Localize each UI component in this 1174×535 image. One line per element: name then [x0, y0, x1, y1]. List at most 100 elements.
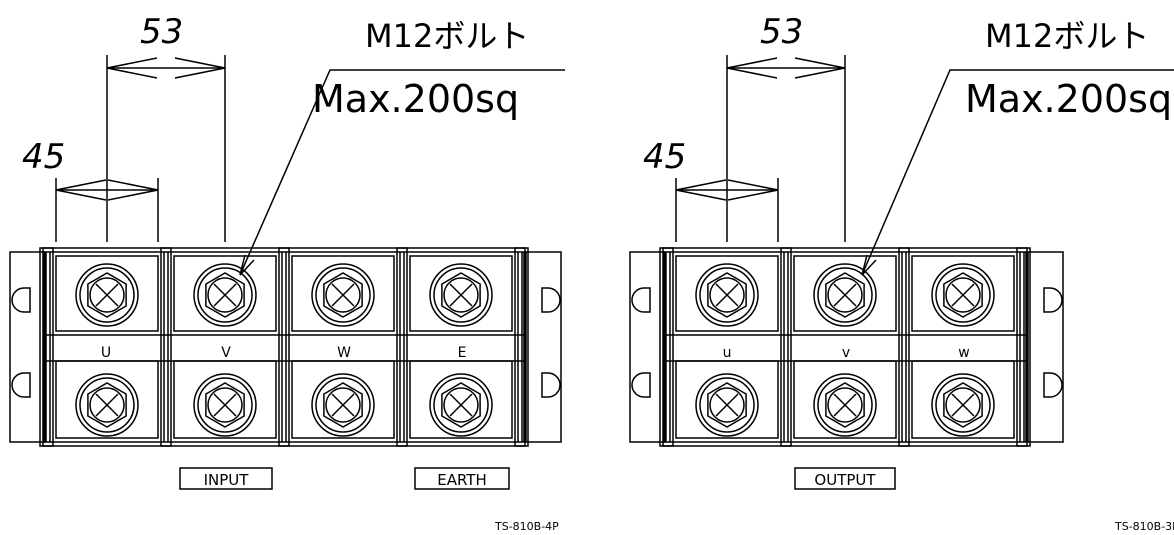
- terminal-washer-inner: [699, 377, 755, 433]
- terminal-washer-outer: [75, 373, 139, 437]
- bolt-face: [945, 277, 981, 313]
- dimension-arrowhead: [106, 57, 158, 69]
- bolt-cross-mark: [951, 283, 975, 307]
- output-label-box: [794, 467, 896, 490]
- mounting-slot: [1043, 372, 1063, 398]
- bolt-face: [89, 277, 125, 313]
- pole-cell-upper: [291, 255, 395, 332]
- terminal-washer-outer: [311, 263, 375, 327]
- pole-separator: [278, 247, 290, 447]
- mounting-slot: [541, 372, 561, 398]
- dimension-arrowhead: [55, 189, 107, 201]
- terminal-washer-outer: [695, 263, 759, 327]
- bolt-hex-head: [707, 272, 747, 318]
- bolt-hex-head: [205, 382, 245, 428]
- terminal-washer-inner: [197, 267, 253, 323]
- bolt-hex-head: [707, 382, 747, 428]
- bolt-cross-mark: [951, 393, 975, 417]
- bolt-face: [709, 387, 745, 423]
- pole-cell-upper: [911, 255, 1015, 332]
- right-dim-pitch: 53: [760, 12, 803, 52]
- terminal-washer-inner: [817, 267, 873, 323]
- bolt-hex-head: [825, 272, 865, 318]
- dimension-arrowhead: [727, 189, 779, 201]
- bolt-face: [827, 277, 863, 313]
- terminal-washer-outer: [75, 263, 139, 327]
- left-dim-pitch: 53: [140, 12, 183, 52]
- terminal-washer-inner: [197, 377, 253, 433]
- bolt-leader-line: [239, 69, 565, 276]
- bolt-face: [709, 277, 745, 313]
- bolt-hex-head: [943, 382, 983, 428]
- pole-cell-upper: [409, 255, 513, 332]
- terminal-washer-outer: [193, 263, 257, 327]
- right-bolt-note: M12ボルト: [985, 17, 1149, 55]
- leader-arrowhead: [239, 259, 255, 276]
- left-phase-e: E: [458, 345, 467, 361]
- dimension-arrowhead: [174, 67, 226, 79]
- left-phase-v: V: [221, 345, 231, 361]
- terminal-washer-outer: [813, 373, 877, 437]
- bolt-cross-mark: [715, 393, 739, 417]
- terminal-washer-outer: [931, 263, 995, 327]
- dimension-arrowhead: [794, 57, 846, 69]
- bolt-hex-head: [441, 272, 481, 318]
- leader-arrowhead: [239, 254, 246, 276]
- pole-separator: [662, 247, 674, 447]
- terminal-washer-outer: [695, 373, 759, 437]
- bolt-cross-mark: [833, 283, 857, 307]
- bolt-hex-head: [87, 272, 127, 318]
- terminal-washer-inner: [699, 267, 755, 323]
- dimension-arrowhead: [107, 179, 159, 191]
- terminal-washer-inner: [79, 377, 135, 433]
- mounting-slot: [541, 287, 561, 313]
- bolt-cross-mark: [331, 283, 355, 307]
- terminal-washer-inner: [935, 377, 991, 433]
- left-dim-width: 45: [22, 137, 65, 177]
- bolt-hex-head: [825, 382, 865, 428]
- bolt-face: [89, 387, 125, 423]
- terminal-washer-inner: [315, 377, 371, 433]
- right-dim-width: 45: [643, 137, 686, 177]
- mounting-slot: [11, 372, 31, 398]
- left-wire-note: Max.200sq: [312, 77, 519, 121]
- bolt-cross-mark: [715, 283, 739, 307]
- dimension-arrowhead: [675, 189, 727, 201]
- terminal-washer-inner: [935, 267, 991, 323]
- terminal-washer-inner: [817, 377, 873, 433]
- bolt-hex-head: [323, 382, 363, 428]
- pole-cell-upper: [173, 255, 277, 332]
- housing-outline: [659, 247, 1031, 447]
- terminal-washer-inner: [315, 267, 371, 323]
- mounting-slot: [631, 287, 651, 313]
- right-model-number: TS-810B-3P: [1114, 520, 1174, 533]
- terminal-washer-inner: [433, 267, 489, 323]
- dimension-arrowhead: [106, 67, 158, 79]
- bolt-hex-head: [205, 272, 245, 318]
- left-terminal-block: [9, 55, 565, 447]
- bolt-face: [325, 277, 361, 313]
- left-end-bracket: [629, 251, 666, 443]
- input-label-box: [179, 467, 273, 490]
- right-phase-w: w: [958, 345, 969, 361]
- housing-inner: [663, 251, 1027, 443]
- bolt-face: [207, 277, 243, 313]
- left-end-bracket: [9, 251, 46, 443]
- dimension-arrowhead: [727, 179, 779, 191]
- mounting-slot: [11, 287, 31, 313]
- pole-separator: [898, 247, 910, 447]
- pole-cell-upper: [675, 255, 779, 332]
- left-model-number: TS-810B-4P: [494, 520, 559, 533]
- terminal-washer-outer: [193, 373, 257, 437]
- pole-separator: [160, 247, 172, 447]
- bolt-face: [443, 277, 479, 313]
- right-end-bracket: [525, 251, 562, 443]
- terminal-washer-outer: [429, 263, 493, 327]
- mounting-slot: [1043, 287, 1063, 313]
- leader-arrowhead: [861, 254, 868, 276]
- dimension-arrowhead: [675, 179, 727, 191]
- right-terminal-block: [629, 55, 1174, 447]
- left-bolt-note: M12ボルト: [365, 17, 529, 55]
- dimension-arrowhead: [726, 57, 778, 69]
